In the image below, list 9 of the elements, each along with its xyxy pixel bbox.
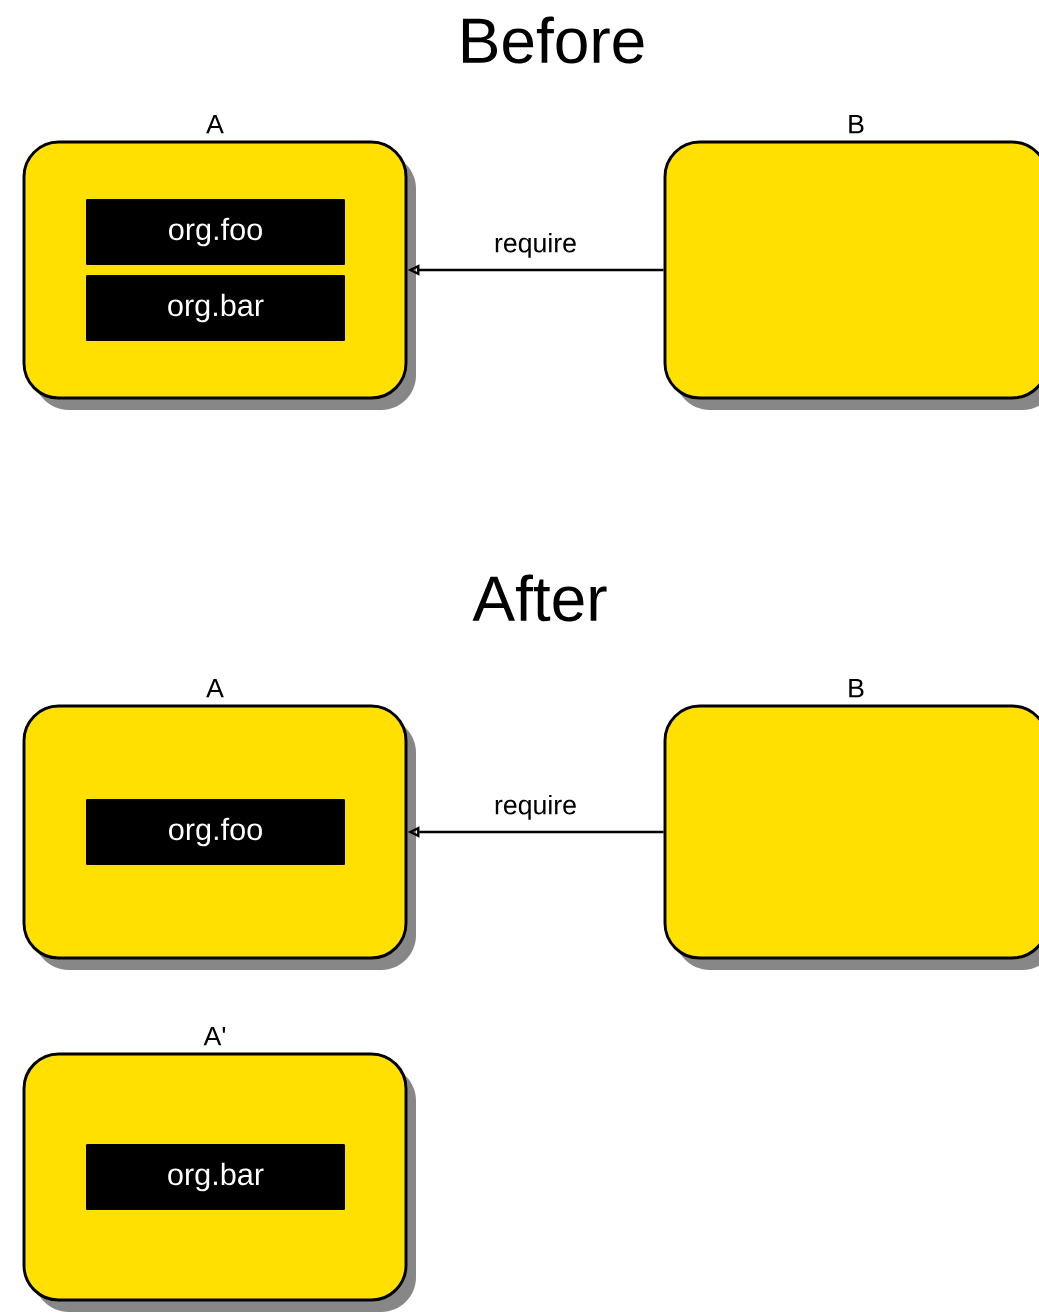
edge-label: require — [492, 793, 579, 822]
module-label: B — [849, 114, 864, 134]
module-label: B — [849, 678, 864, 698]
section-title: Before — [462, 16, 644, 64]
edge-label: require — [492, 231, 579, 260]
section-title: After — [472, 574, 607, 622]
module-label: A — [206, 678, 224, 698]
module-label: A — [206, 114, 224, 134]
module-label: A' — [203, 1026, 226, 1046]
